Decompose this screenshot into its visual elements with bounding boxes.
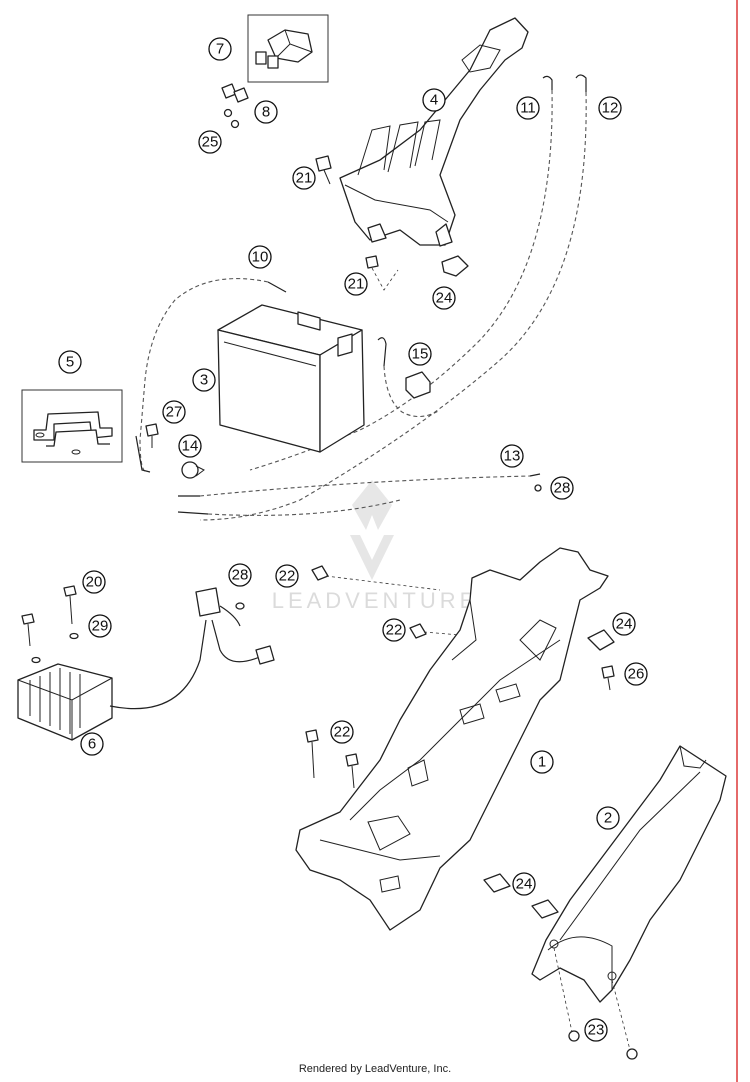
svg-text:12: 12 — [602, 100, 619, 117]
watermark-text: LEADVENTURE — [272, 588, 479, 613]
callout-3: 3 — [192, 368, 216, 392]
leadventure-watermark: LEADVENTURE — [272, 480, 479, 613]
part-10-cable — [135, 278, 287, 473]
part-24-nuts-cover — [483, 873, 559, 919]
callout-1: 1 — [530, 750, 554, 774]
callout-22-top: 22 — [275, 564, 299, 588]
callout-15: 15 — [408, 342, 432, 366]
part-15-terminal — [377, 337, 441, 418]
callout-24-cover: 24 — [512, 872, 536, 896]
part-28-washer-lower — [235, 602, 245, 610]
part-12-cable — [199, 74, 587, 521]
callout-12: 12 — [598, 96, 622, 120]
part-2-cover — [531, 745, 727, 1003]
callout-24-tray: 24 — [612, 612, 636, 636]
callout-14: 14 — [178, 434, 202, 458]
callout-29: 29 — [88, 614, 112, 638]
svg-text:10: 10 — [252, 249, 269, 266]
svg-text:4: 4 — [430, 92, 438, 109]
part-20-bolts — [21, 585, 77, 647]
svg-text:24: 24 — [616, 616, 633, 633]
svg-text:7: 7 — [216, 41, 224, 58]
svg-text:3: 3 — [200, 372, 208, 389]
callout-28-lower: 28 — [228, 563, 252, 587]
part-5-bracket-box — [21, 389, 123, 463]
svg-text:8: 8 — [262, 104, 270, 121]
part-14-cap — [181, 461, 205, 479]
svg-text:11: 11 — [520, 100, 536, 117]
part-25-screws — [223, 108, 240, 129]
part-4-battery-holder — [339, 17, 529, 247]
svg-text:22: 22 — [279, 568, 296, 585]
svg-text:21: 21 — [348, 276, 365, 293]
callout-21-bottom: 21 — [344, 272, 368, 296]
svg-text:20: 20 — [86, 574, 103, 591]
callout-2: 2 — [596, 806, 620, 830]
page-edge-line — [736, 0, 738, 1082]
svg-text:14: 14 — [182, 438, 199, 455]
svg-text:26: 26 — [628, 666, 645, 683]
callout-21-top: 21 — [292, 166, 316, 190]
part-24-nut-tray — [587, 629, 615, 651]
part-26-screw — [601, 665, 615, 691]
svg-text:29: 29 — [92, 618, 109, 635]
part-3-battery — [217, 304, 365, 453]
part-7-connector-box — [247, 14, 329, 83]
callout-28-upper: 28 — [550, 476, 574, 500]
callout-22-bottom: 22 — [330, 720, 354, 744]
part-13-cable — [177, 473, 541, 516]
part-6-regulator — [17, 587, 275, 741]
part-21-bolts — [315, 155, 399, 291]
part-8-clips — [221, 83, 249, 103]
svg-text:21: 21 — [296, 170, 313, 187]
part-29-washers — [31, 632, 79, 664]
callout-11: 11 — [516, 96, 540, 120]
svg-text:22: 22 — [386, 622, 403, 639]
svg-text:24: 24 — [516, 876, 533, 893]
callout-5: 5 — [58, 350, 82, 374]
svg-text:27: 27 — [166, 404, 183, 421]
callout-27: 27 — [162, 400, 186, 424]
svg-text:23: 23 — [588, 1022, 605, 1039]
callout-7: 7 — [208, 37, 232, 61]
part-24-nut-holder — [441, 255, 469, 277]
svg-text:6: 6 — [88, 736, 96, 753]
callout-6: 6 — [80, 732, 104, 756]
part-23-bolts — [553, 947, 638, 1060]
callout-22-middle: 22 — [382, 618, 406, 642]
callout-26: 26 — [624, 662, 648, 686]
svg-text:2: 2 — [604, 810, 612, 827]
svg-text:1: 1 — [538, 754, 546, 771]
svg-text:13: 13 — [504, 448, 521, 465]
callout-24-holder: 24 — [432, 286, 456, 310]
svg-text:22: 22 — [334, 724, 351, 741]
callout-13: 13 — [500, 444, 524, 468]
part-27-bolt — [145, 423, 159, 448]
callout-23: 23 — [584, 1018, 608, 1042]
callout-10: 10 — [248, 245, 272, 269]
part-1-tray — [295, 547, 609, 931]
svg-text:24: 24 — [436, 290, 453, 307]
callout-8: 8 — [254, 100, 278, 124]
footer-credit: Rendered by LeadVenture, Inc. — [298, 1063, 452, 1075]
svg-text:28: 28 — [554, 480, 571, 497]
callout-4: 4 — [422, 88, 446, 112]
callout-20: 20 — [82, 570, 106, 594]
svg-text:5: 5 — [66, 354, 74, 371]
svg-text:28: 28 — [232, 567, 249, 584]
part-28-washer-upper — [534, 484, 542, 492]
svg-text:15: 15 — [412, 346, 429, 363]
callout-25: 25 — [198, 130, 222, 154]
svg-text:25: 25 — [202, 134, 219, 151]
